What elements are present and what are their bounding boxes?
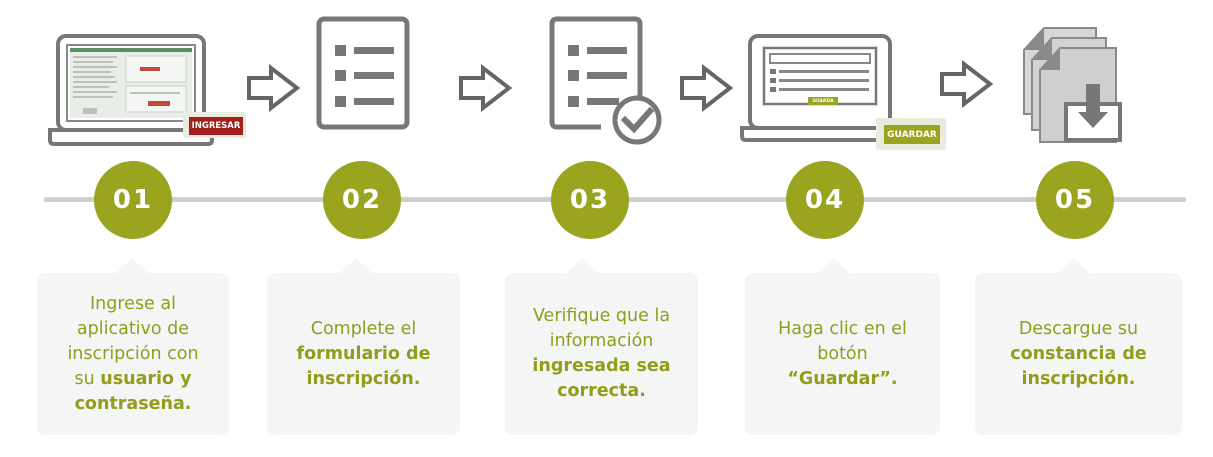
step-03-line: Verifique que la — [532, 306, 671, 326]
document-download-icon — [1023, 27, 1122, 143]
step-02-line: formulario de — [297, 342, 431, 367]
step-number-05: 05 — [1036, 161, 1114, 239]
step-01-bold: contraseña. — [74, 393, 192, 414]
step-number-04: 04 — [786, 161, 864, 239]
step-card-05: Descargue su constancia de inscripción. — [975, 258, 1182, 435]
step-card-03: Verifique que la información ingresada s… — [505, 258, 698, 435]
step-01-line: Ingrese al — [90, 293, 176, 314]
step-03-line: ingresada sea — [532, 354, 670, 379]
ingresar-button: INGRESAR — [189, 117, 243, 135]
guardar-button: GUARDAR — [884, 125, 940, 144]
step-number-01: 01 — [94, 161, 172, 239]
arrow-right-icon — [247, 64, 301, 112]
step-01-line: aplicativo de — [76, 318, 190, 339]
step-02-bold: formulario de — [296, 343, 431, 364]
step-card-04: Haga clic en el botón “Guardar”. — [745, 258, 940, 435]
step-number-03: 03 — [551, 161, 629, 239]
checklist-icon — [316, 16, 410, 130]
step-01-line: inscripción con — [67, 343, 199, 364]
step-04-bold: “Guardar”. — [787, 368, 898, 389]
step-01-text: su — [74, 368, 101, 389]
step-03-bold: correcta. — [557, 381, 646, 401]
step-02-bold: inscripción. — [306, 368, 421, 389]
step-01-bold: usuario y — [100, 368, 192, 389]
laptop-icon — [48, 34, 214, 146]
step-05-line: inscripción. — [1010, 367, 1147, 392]
step-01-line: contraseña. — [67, 392, 198, 417]
step-card-01: Ingrese al aplicativo de inscripción con… — [37, 258, 229, 435]
step-03-line: correcta. — [532, 379, 670, 404]
arrow-right-icon — [459, 64, 513, 112]
step-01-line: su usuario y — [67, 367, 198, 392]
step-05-bold: constancia de — [1010, 343, 1147, 364]
guardar-small-button: GUARDA — [808, 97, 838, 105]
arrow-right-icon — [940, 60, 994, 108]
step-number-02: 02 — [323, 161, 401, 239]
step-card-02: Complete el formulario de inscripción. — [267, 258, 460, 435]
step-04-line: Haga clic en el — [778, 318, 907, 339]
step-05-line: Descargue su — [1018, 318, 1139, 339]
step-02-line: Complete el — [310, 318, 417, 339]
step-03-line: información — [549, 331, 654, 351]
arrow-right-icon — [680, 64, 734, 112]
step-05-line: constancia de — [1010, 342, 1147, 367]
checklist-verified-icon — [549, 16, 662, 145]
step-02-line: inscripción. — [297, 367, 431, 392]
step-04-line: “Guardar”. — [778, 367, 907, 392]
step-04-line: botón — [817, 343, 868, 364]
step-05-bold: inscripción. — [1021, 368, 1136, 389]
step-03-bold: ingresada sea — [532, 356, 671, 376]
